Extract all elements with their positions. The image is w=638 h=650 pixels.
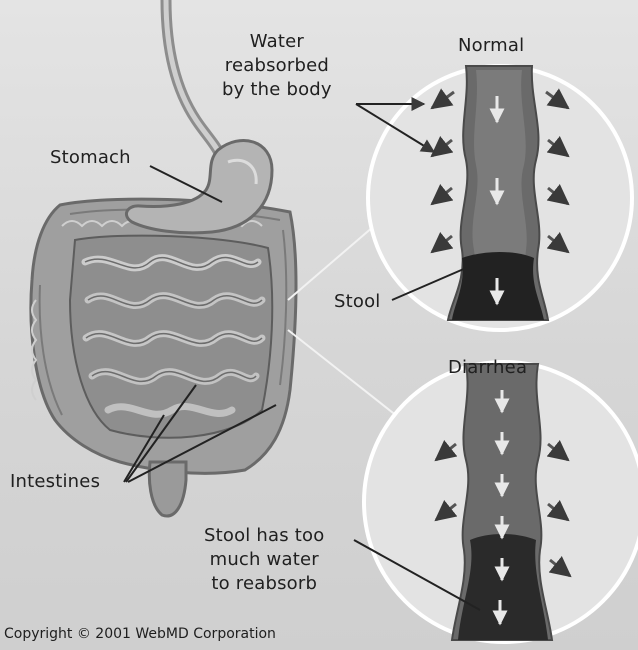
connector-bottom [288,330,402,420]
stomach [126,140,272,232]
label-water-reabsorbed: Water reabsorbed by the body [222,30,332,102]
label-stomach: Stomach [50,146,131,170]
label-diarrhea: Diarrhea [448,356,527,380]
normal-detail [368,66,632,330]
small-intestine [70,236,272,438]
label-intestines: Intestines [10,470,100,494]
label-normal: Normal [458,34,524,58]
rectum [149,462,186,516]
label-stool: Stool [334,290,381,314]
copyright-text: Copyright © 2001 WebMD Corporation [4,626,276,642]
diarrhea-detail [364,362,638,642]
label-stool-water: Stool has too much water to reabsorb [204,524,324,596]
